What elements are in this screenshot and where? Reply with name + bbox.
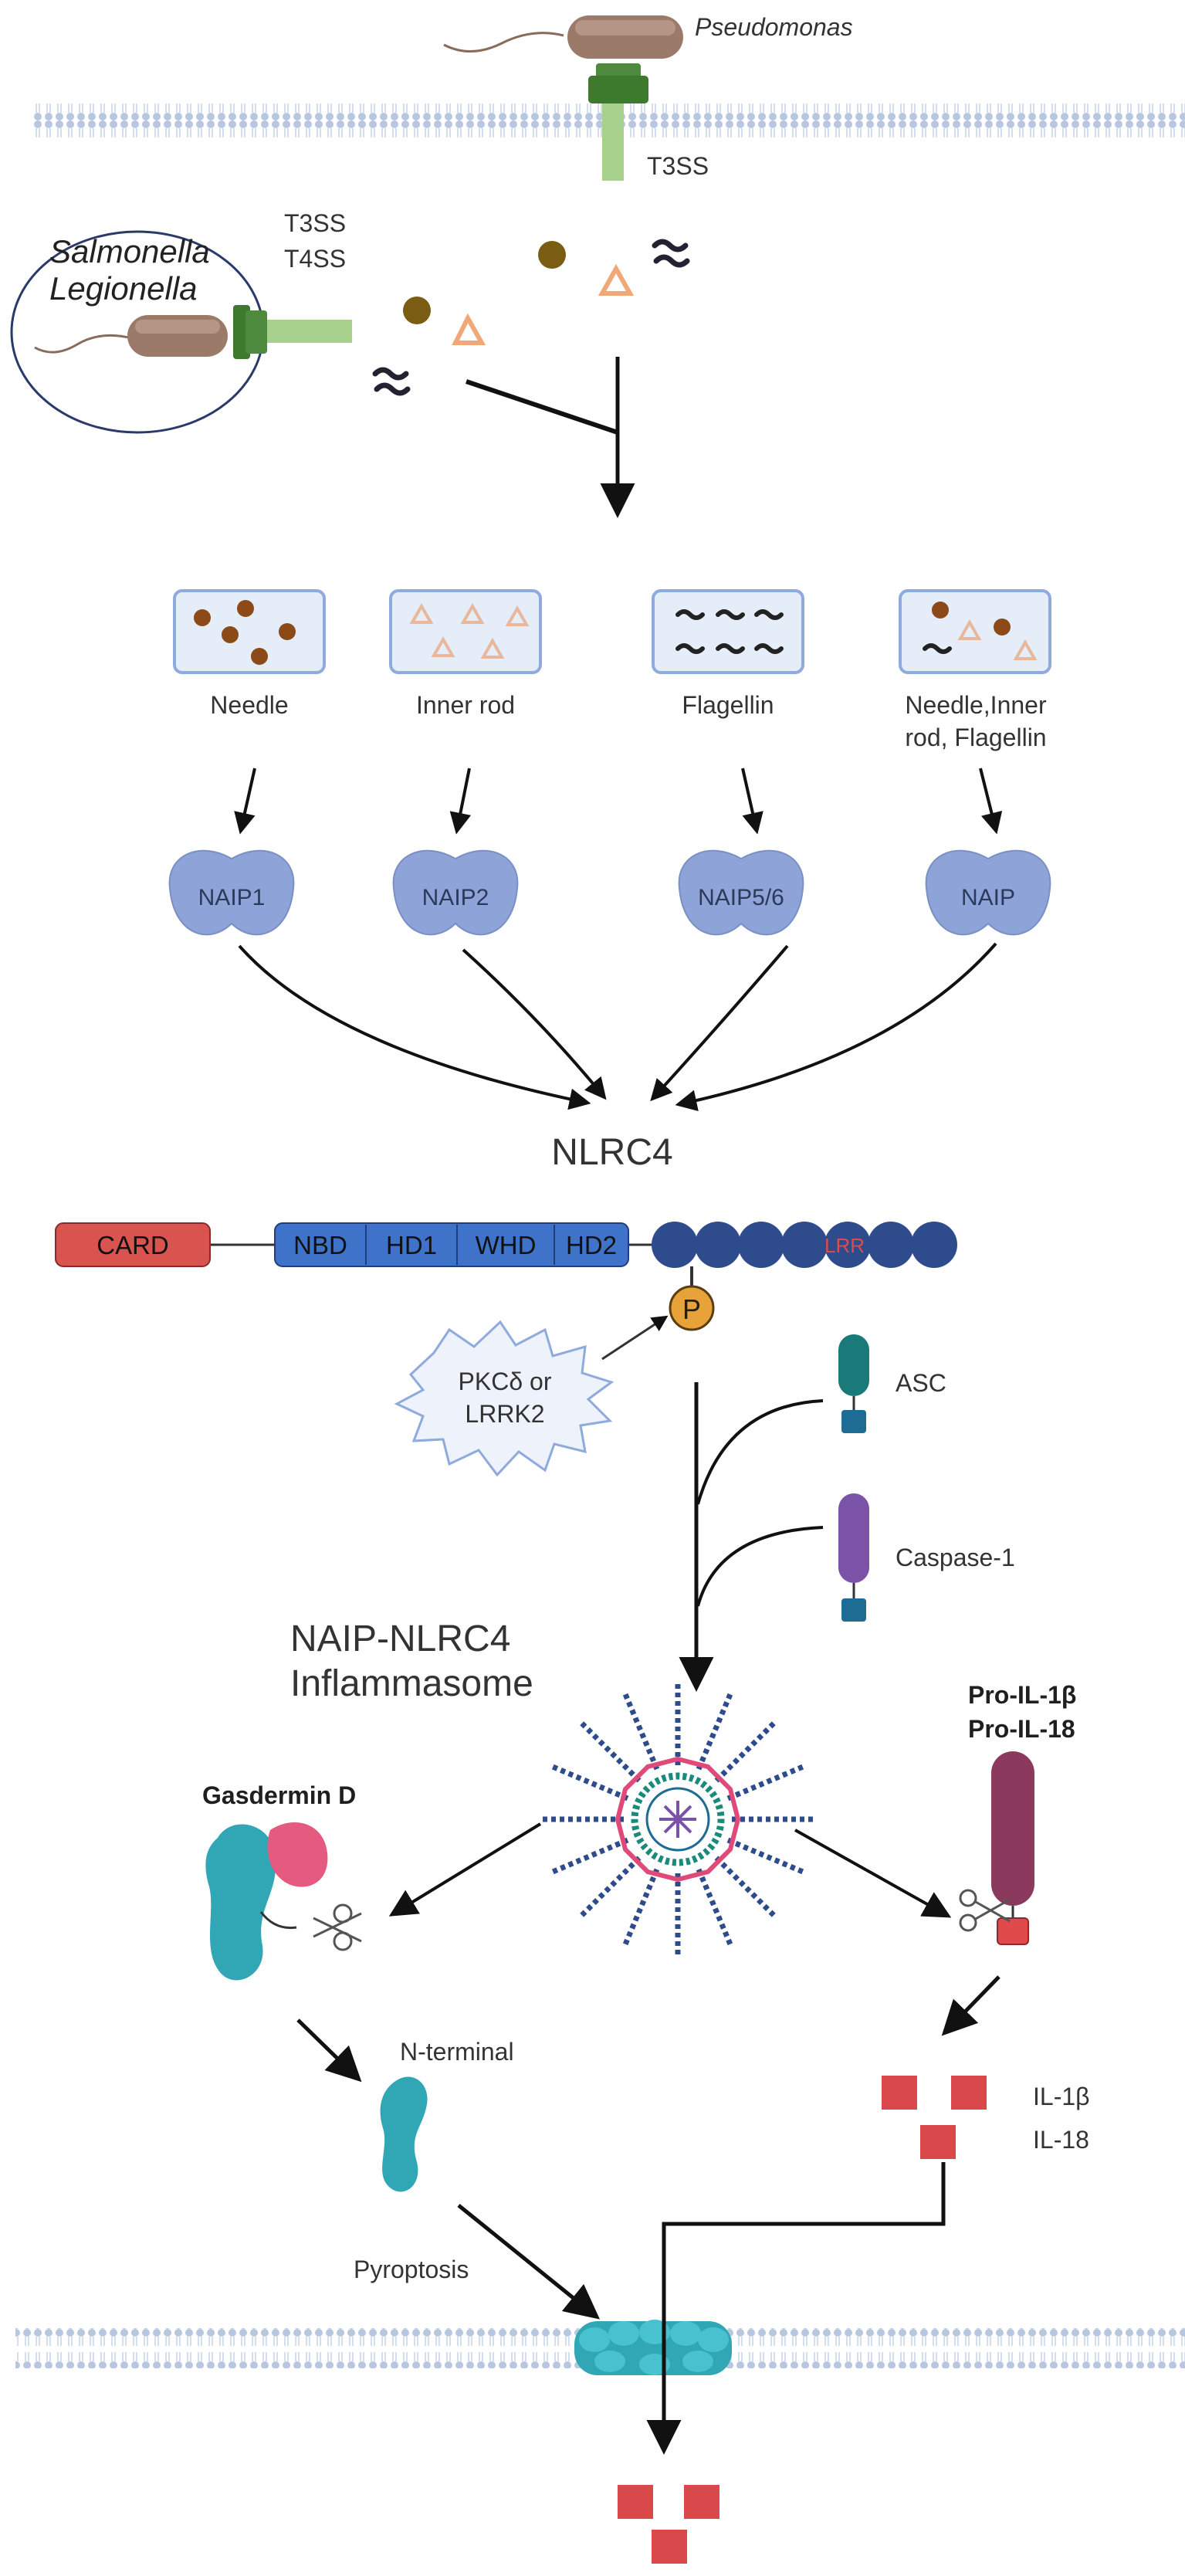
pro-il-protein (991, 1751, 1034, 1945)
asc-protein (838, 1334, 869, 1433)
arrow-inflammasome-gasdermin (388, 1822, 542, 1917)
pyroptosis-label: Pyroptosis (354, 2256, 469, 2283)
salmonella-bacterium-icon (34, 315, 228, 357)
scissors-icon (313, 1903, 362, 1951)
il18-label: IL-18 (1033, 2126, 1089, 2154)
arrow-proil-mature (941, 1975, 1000, 2036)
kinase-label-line2: LRRK2 (465, 1400, 544, 1428)
released-cytokine-1 (618, 2485, 653, 2519)
asc-join-curve (696, 1399, 824, 1505)
hd2-label: HD2 (566, 1231, 617, 1259)
arrow-naip1-nlrc4 (238, 944, 591, 1110)
ligand-label-flagellin: Flagellin (682, 691, 774, 719)
gasdermin-d-protein (205, 1822, 328, 1981)
ligand-label-inner-rod: Inner rod (416, 691, 515, 719)
needle-ligand-icon (538, 241, 566, 269)
inner-rod-ligand-box (389, 589, 542, 674)
nterminal-protein (380, 2076, 428, 2192)
inner-rod-ligand-icon-2 (452, 313, 486, 345)
left-t4ss-label: T4SS (284, 245, 346, 273)
naip56-receptor (678, 849, 804, 936)
hd1-label: HD1 (386, 1231, 437, 1259)
naip-receptor (925, 849, 1051, 936)
pseudomonas-bacterium-icon (443, 15, 683, 59)
whd-label: WHD (476, 1231, 537, 1259)
scissors-icon-2 (959, 1889, 1011, 1932)
nbd-label: NBD (293, 1231, 347, 1259)
phospho-site (669, 1285, 715, 1331)
needle-ligand-icon-2 (403, 297, 431, 324)
gasdermin-pore (574, 2320, 732, 2375)
phospho-label: P (682, 1293, 701, 1325)
ligand-label-needle: Needle (210, 691, 288, 719)
il-cytokine-square-1 (882, 2076, 917, 2110)
top-t3ss-label: T3SS (647, 152, 709, 180)
pseudomonas-label: Pseudomonas (695, 13, 853, 41)
caspase1-label: Caspase-1 (896, 1544, 1015, 1571)
caspase1-protein (838, 1493, 869, 1622)
gasdermin-label: Gasdermin D (202, 1781, 356, 1809)
nbd-hd2-domain-bar (274, 1222, 629, 1267)
salmonella-label: Salmonella (49, 233, 210, 269)
naip2-label: NAIP2 (422, 885, 489, 910)
lrr-domain (652, 1222, 957, 1268)
il-cytokine-square-2 (951, 2076, 987, 2110)
inflammasome-label-line1: NAIP-NLRC4 (290, 1618, 510, 1659)
nterminal-label: N-terminal (400, 2038, 514, 2066)
arrow-kinase-phospho (601, 1315, 669, 1361)
kinase-label-line1: PKCδ or (459, 1368, 552, 1395)
il1b-label: IL-1β (1033, 2083, 1090, 2110)
released-cytokine-3 (652, 2530, 687, 2564)
nlrc4-title: NLRC4 (551, 1132, 672, 1173)
caspase-join-curve (696, 1526, 824, 1607)
arrow-gasdermin-nterminal (296, 2018, 362, 2083)
inflammasome-complex (543, 1684, 813, 1954)
arrow-naip-nlrc4 (675, 942, 997, 1111)
legionella-label: Legionella (49, 270, 198, 307)
card-domain-label: CARD (96, 1231, 169, 1259)
cytokine-release-arrow (646, 2162, 946, 2455)
left-t3ss-label: T3SS (284, 209, 346, 237)
flagellin-ligand-box (652, 589, 804, 674)
il-cytokine-square-3 (920, 2125, 956, 2159)
top-t3ss-icon (588, 63, 648, 181)
card-domain (55, 1222, 211, 1267)
ligand-label-mixed-line1: Needle,Inner (905, 691, 1047, 719)
arrow-naip2-nlrc4 (462, 948, 607, 1100)
arrow-naip56-nlrc4 (650, 944, 789, 1102)
released-cytokine-2 (684, 2485, 719, 2519)
ligand-label-mixed-line2: rod, Flagellin (905, 724, 1046, 751)
pro-il18-label: Pro-IL-18 (968, 1715, 1075, 1743)
naip2-receptor (392, 849, 519, 936)
inflammasome-label-line2: Inflammasome (290, 1663, 533, 1704)
arrow-innerrod-naip2 (449, 768, 472, 835)
pro-il1b-label: Pro-IL-1β (968, 1681, 1076, 1709)
left-secretion-system-icon (233, 305, 352, 359)
ligand-line-left (466, 379, 618, 435)
inner-rod-ligand-icon (598, 263, 635, 296)
mixed-ligand-box (899, 589, 1051, 674)
naip1-receptor (168, 849, 295, 936)
asc-label: ASC (896, 1369, 946, 1397)
arrow-inflammasome-proil (794, 1829, 952, 1918)
arrow-mixed-naip (979, 768, 1003, 835)
arrow-flagellin-naip56 (741, 768, 763, 835)
arrow-nterminal-pore (457, 2204, 601, 2320)
arrow-needle-naip1 (234, 768, 256, 835)
lrr-label: LRR (824, 1234, 865, 1257)
naip56-label: NAIP5/6 (698, 885, 784, 910)
needle-ligand-box (173, 589, 326, 674)
kinase-burst (394, 1320, 615, 1477)
naip-label: NAIP (961, 885, 1015, 910)
naip1-label: NAIP1 (198, 885, 266, 910)
flagellin-ligand-icon (372, 239, 690, 396)
